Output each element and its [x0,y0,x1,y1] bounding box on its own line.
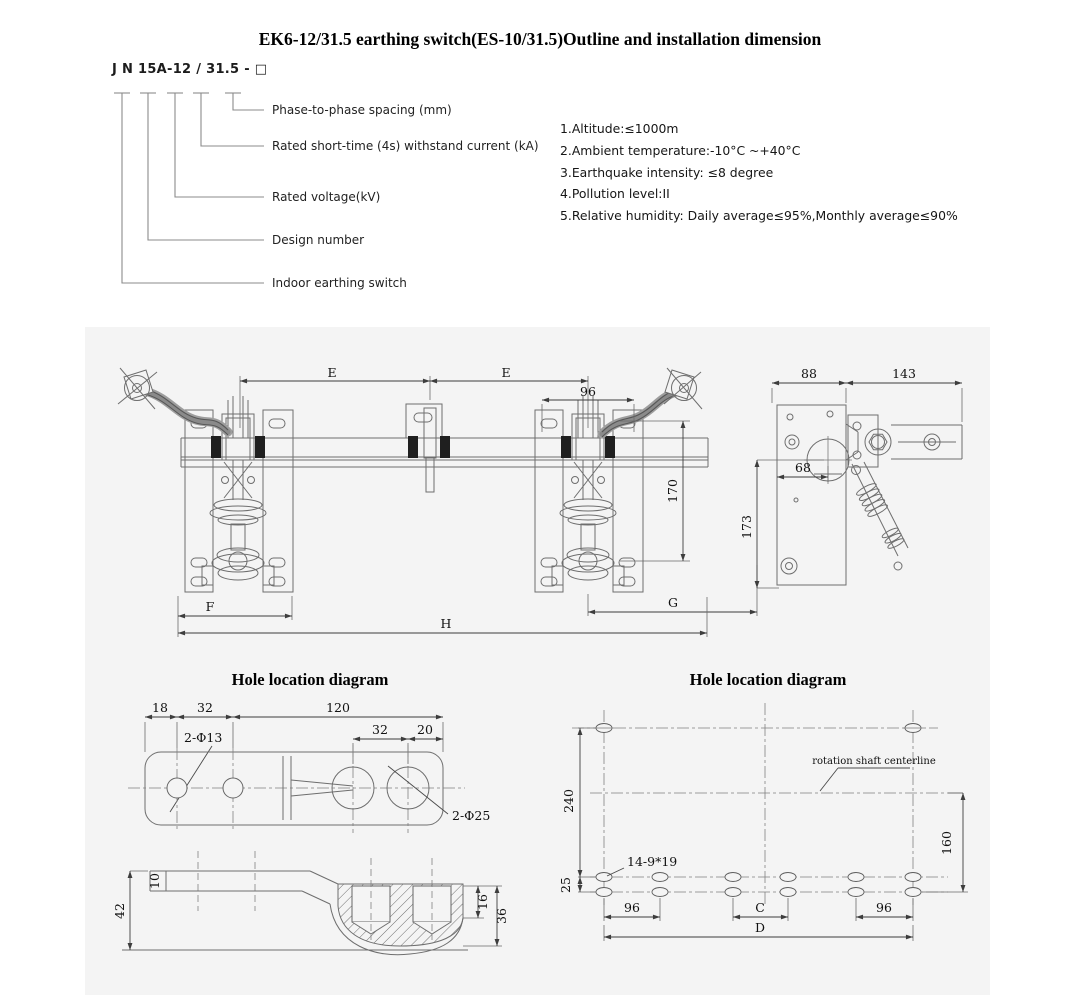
side-view: 88 143 68 173 [739,366,963,589]
dim-88: 88 [801,366,817,381]
dim-18: 18 [152,700,168,715]
centerline-note: rotation shaft centerline [812,756,936,792]
dim-e2: E [501,365,510,380]
hole-right-dimensions: 240 25 14-9*19 160 96 C 96 D [558,727,968,941]
hole-diagram-right: rotation shaft centerline 240 25 14-9*19… [558,703,968,941]
front-view: E E 96 170 F G H [117,365,758,637]
left-eye-terminal [117,367,158,410]
tree-label-indoor-earthing-switch: Indoor earthing switch [272,276,407,290]
side-view-dimensions: 88 143 68 173 [739,366,963,589]
dim-32a: 32 [197,700,213,715]
mounting-slots [595,872,922,897]
right-strap [597,387,681,439]
dim-120: 120 [326,700,350,715]
dim-42: 42 [112,903,127,919]
page-title: EK6-12/31.5 earthing switch(ES-10/31.5)O… [258,29,822,49]
middle-bearing [405,403,450,493]
hole-diagram-right-title: Hole location diagram [689,670,847,689]
tree-label-rated-voltage: Rated voltage(kV) [272,190,381,204]
condition-relative-humidity: 5.Relative humidity: Daily average≤95%,M… [560,208,958,224]
hole-diagram-left: 18 32 120 32 20 2-Φ13 [128,700,490,833]
dim-25: 25 [558,877,573,893]
dim-phi25: 2-Φ25 [452,808,490,823]
dim-16: 16 [475,894,490,910]
tree-label-phase-spacing: Phase-to-phase spacing (mm) [272,103,452,117]
dim-10: 10 [147,873,162,889]
service-conditions: 1.Altitude:≤1000m 2.Ambient temperature:… [560,118,1060,227]
dim-c: C [755,900,765,915]
dim-phi13: 2-Φ13 [184,730,222,745]
hole-diagram-left-title: Hole location diagram [231,670,389,689]
dim-143: 143 [892,366,916,381]
profile-view: 42 10 16 36 [112,851,509,956]
condition-altitude: 1.Altitude:≤1000m [560,121,679,136]
dim-173: 173 [739,515,754,539]
dim-96a: 96 [624,900,640,915]
rotation-shaft-centerline-label: rotation shaft centerline [812,756,936,767]
left-strap [143,387,233,437]
dim-160: 160 [939,831,954,855]
condition-pollution-level: 4.Pollution level:II [560,186,670,202]
dim-h: H [441,616,452,631]
condition-ambient-temperature: 2.Ambient temperature:-10°C ~+40°C [560,142,801,158]
dim-d: D [755,920,765,935]
dim-170: 170 [665,479,680,503]
profile-dimensions: 42 10 16 36 [112,870,509,951]
dim-96b: 96 [876,900,892,915]
model-tree-lines [114,92,264,284]
right-eye-terminal [663,367,703,410]
tree-label-design-number: Design number [272,233,365,247]
dim-68: 68 [795,460,811,475]
dim-g: G [668,595,678,610]
dim-96: 96 [580,384,596,399]
condition-earthquake-intensity: 3.Earthquake intensity: ≤8 degree [560,164,774,180]
tree-label-withstand-current: Rated short-time (4s) withstand current … [272,139,539,153]
dim-20: 20 [417,722,433,737]
dim-slots: 14-9*19 [627,854,677,869]
dim-240: 240 [561,789,576,813]
dim-f: F [206,599,215,614]
dim-32b: 32 [372,722,388,737]
model-code: J N 15A-12 / 31.5 - □ [112,62,268,77]
front-view-dimensions: E E 96 170 F G H [177,365,758,637]
dim-36: 36 [494,908,509,924]
dim-e1: E [327,365,336,380]
